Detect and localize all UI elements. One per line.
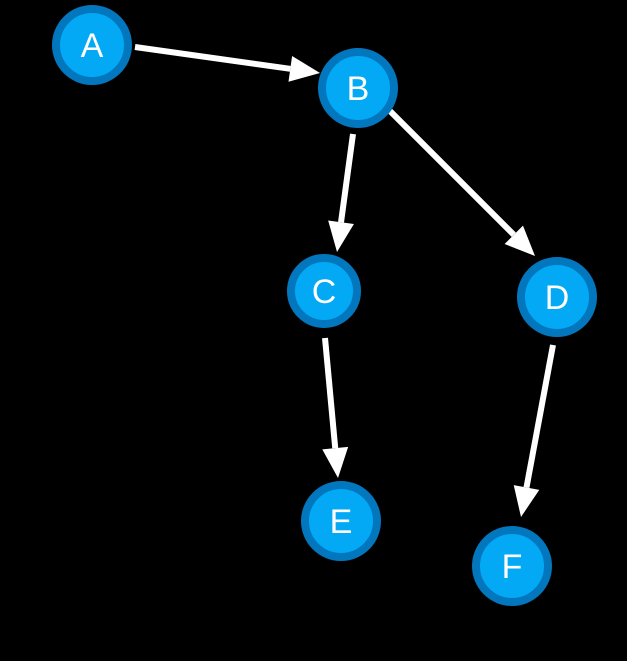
edges-layer: [134, 44, 556, 517]
node-circle[interactable]: [517, 257, 597, 337]
edge-d-f: [513, 344, 556, 517]
graph-node-f[interactable]: F: [472, 526, 552, 606]
edge-arrowhead: [328, 220, 354, 252]
edge-c-e: [322, 337, 349, 478]
node-label: E: [330, 503, 353, 541]
nodes-layer: A B C D E F: [52, 5, 597, 606]
graph-node-d[interactable]: D: [517, 257, 597, 337]
node-circle[interactable]: [318, 48, 398, 128]
edge-line: [338, 133, 356, 223]
edge-b-d: [387, 108, 535, 256]
node-circle[interactable]: [301, 481, 381, 561]
graph-node-b[interactable]: B: [318, 48, 398, 128]
node-label: C: [312, 273, 337, 311]
node-circle[interactable]: [52, 5, 132, 85]
edge-line: [387, 108, 516, 237]
edge-line: [134, 44, 291, 72]
graph-node-e[interactable]: E: [301, 481, 381, 561]
edge-arrowhead: [504, 225, 535, 256]
edge-b-c: [328, 133, 356, 252]
node-label: A: [81, 27, 104, 65]
node-label: F: [502, 548, 523, 586]
node-circle[interactable]: [472, 526, 552, 606]
node-circle[interactable]: [287, 254, 361, 328]
edge-arrowhead: [322, 446, 349, 478]
graph-node-a[interactable]: A: [52, 5, 132, 85]
edge-arrowhead: [288, 55, 320, 82]
edge-line: [523, 344, 556, 489]
node-label: D: [545, 279, 570, 317]
edge-arrowhead: [513, 485, 540, 517]
edge-line: [322, 337, 339, 449]
edge-a-b: [134, 44, 320, 82]
node-label: B: [347, 70, 370, 108]
graph-node-c[interactable]: C: [287, 254, 361, 328]
